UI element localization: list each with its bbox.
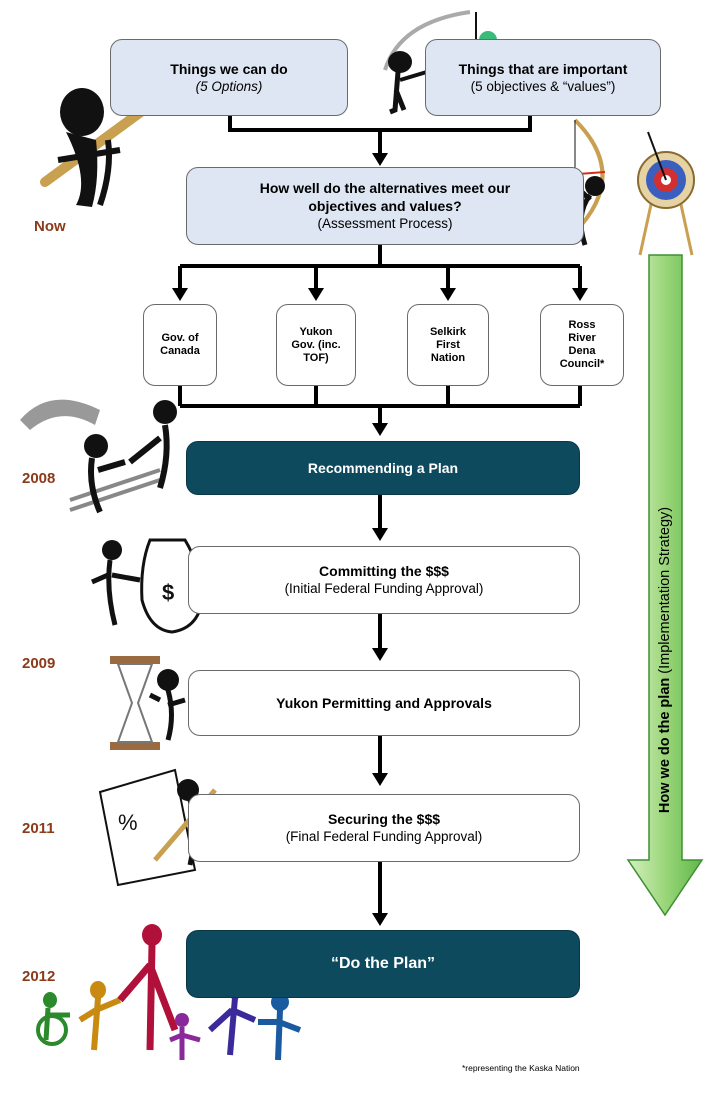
assessment-box: How well do the alternatives meet our ob… (186, 167, 584, 245)
step-securing-funds: Securing the $$$ (Final Federal Funding … (188, 794, 580, 862)
party-line: Ross (568, 319, 596, 331)
party-line: Council* (559, 358, 605, 370)
handshake-figures-icon (20, 399, 177, 514)
party-line: River (568, 332, 596, 344)
party-line: Selkirk (429, 325, 467, 338)
step-do-the-plan: “Do the Plan” (186, 930, 580, 998)
step-title: Securing the $$$ (327, 811, 441, 827)
step-title: “Do the Plan” (330, 955, 435, 972)
timeline-2012: 2012 (22, 968, 56, 985)
values-box: Things that are important (5 objectives … (425, 39, 661, 116)
assessment-title-line1: How well do the alternatives meet our (259, 180, 511, 196)
timeline-now: Now (34, 218, 66, 235)
party-box-yukon: Yukon Gov. (inc. TOF) (276, 304, 356, 386)
party-line: Canada (160, 345, 200, 357)
implementation-arrow-label: How we do the plan (Implementation Strat… (657, 507, 673, 813)
party-line: First (436, 338, 460, 351)
timeline-2011: 2011 (22, 820, 55, 837)
party-line: Gov. (inc. (291, 338, 341, 351)
target-icon (637, 131, 695, 256)
step-recommending-plan: Recommending a Plan (186, 441, 580, 495)
timeline-2008: 2008 (22, 470, 56, 487)
party-box-selkirk: Selkirk First Nation (407, 304, 489, 386)
step-subtitle: (Final Federal Funding Approval) (285, 829, 483, 844)
implementation-arrow (626, 254, 704, 917)
step-title: Yukon Permitting and Approvals (276, 695, 492, 711)
step-permitting: Yukon Permitting and Approvals (188, 670, 580, 736)
connectors (178, 115, 582, 915)
assessment-subtitle: (Assessment Process) (317, 216, 453, 231)
svg-text:%: % (118, 810, 138, 835)
step-subtitle: (Initial Federal Funding Approval) (284, 581, 484, 596)
arrow-label-bold: How we do the plan (657, 677, 673, 814)
assessment-title-line2: objectives and values? (308, 198, 462, 214)
options-subtitle: (5 Options) (195, 78, 263, 94)
party-box-canada: Gov. of Canada (143, 304, 217, 386)
money-bag-figure-icon: $ (90, 538, 205, 634)
options-box: Things we can do (5 Options) (110, 39, 348, 116)
footnote: *representing the Kaska Nation (462, 1063, 580, 1073)
step-committing-funds: Committing the $$$ (Initial Federal Fund… (188, 546, 580, 614)
party-line: Gov. of (161, 332, 199, 344)
step-title: Committing the $$$ (319, 563, 449, 579)
party-line: Dena (568, 345, 596, 357)
step-title: Recommending a Plan (307, 460, 459, 476)
party-line: Nation (430, 351, 466, 364)
values-title: Things that are important (458, 60, 628, 77)
values-subtitle: (5 objectives & “values”) (470, 78, 616, 94)
options-title: Things we can do (170, 60, 288, 77)
party-line: Yukon (299, 325, 333, 338)
party-line: TOF) (303, 351, 329, 364)
arrow-label-normal: (Implementation Strategy) (657, 506, 673, 678)
party-box-ross-river: Ross River Dena Council* (540, 304, 624, 386)
timeline-2009: 2009 (22, 655, 56, 672)
hourglass-figure-icon (110, 656, 186, 750)
arrowheads (172, 153, 588, 926)
svg-text:$: $ (162, 580, 174, 605)
